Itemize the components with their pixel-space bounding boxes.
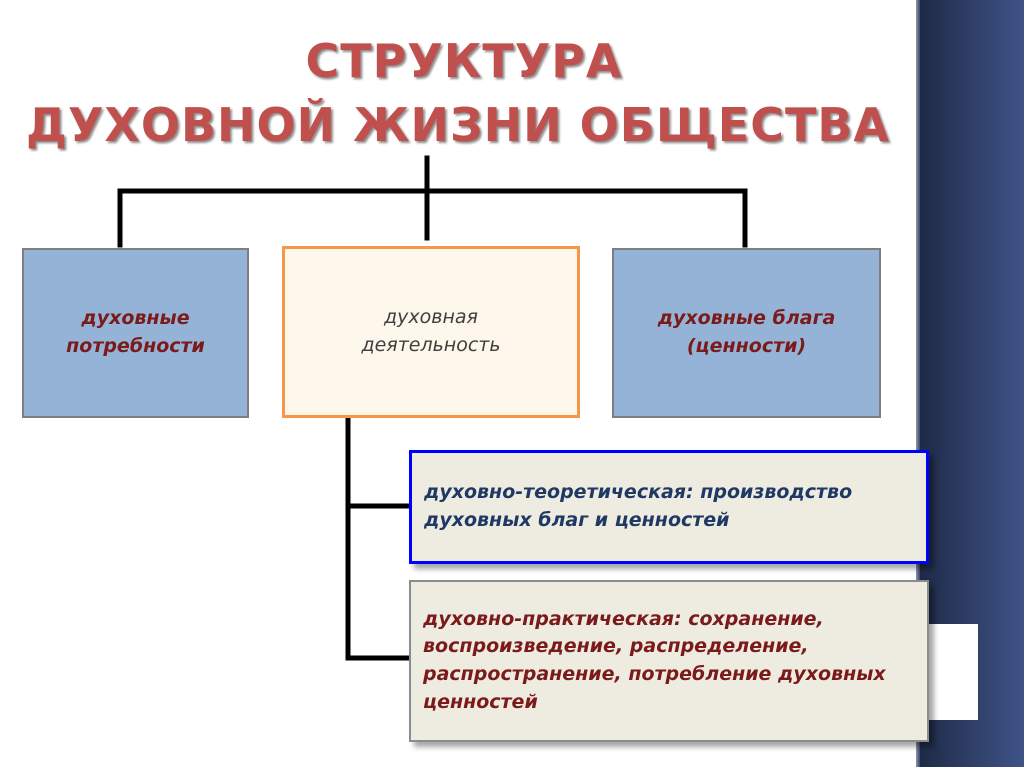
title-line-2: ДУХОВНОЙ ЖИЗНИ ОБЩЕСТВА [25,98,891,152]
box-spiritual-goods-label: духовные блага (ценности) [657,307,836,357]
title-line-1: СТРУКТУРА [305,34,623,88]
box-spiritual-needs-label: духовные потребности [66,307,205,357]
box-spiritual-needs: духовные потребности [22,248,249,418]
box-theoretical-activity: духовно-теоретическая: производство духо… [409,450,929,564]
box-spiritual-activity-label: духовная деятельность [361,306,501,356]
box-practical-activity-label: духовно-практическая: сохранение, воспро… [423,607,886,713]
box-spiritual-goods: духовные блага (ценности) [612,248,881,418]
box-theoretical-activity-label: духовно-теоретическая: производство духо… [424,481,853,531]
decorative-side-panel [916,0,1024,767]
box-spiritual-activity: духовная деятельность [282,246,580,418]
side-panel-edge [916,0,920,767]
connector-lines [117,155,748,661]
box-practical-activity: духовно-практическая: сохранение, воспро… [409,580,929,742]
